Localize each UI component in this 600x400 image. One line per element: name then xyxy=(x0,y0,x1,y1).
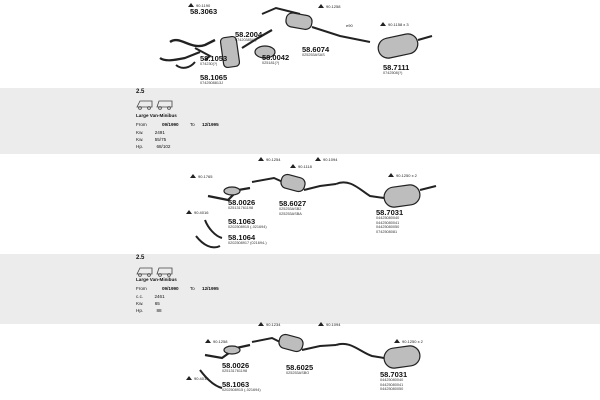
oem-58-6074: 025253ASAS xyxy=(302,53,325,57)
kw-row: Kw. 55/75 xyxy=(136,137,167,142)
section1-front-pipe xyxy=(159,38,216,69)
part-58-1063: 58.1063 xyxy=(222,380,250,389)
oem-58-1053: 074230(?) xyxy=(200,62,218,66)
section2-rear-silencer xyxy=(383,184,437,208)
part-58-1064: 58.1064 xyxy=(228,233,256,242)
oem-58-2004: 07420385(?) xyxy=(235,38,257,42)
section2-mid-silencer xyxy=(251,173,337,193)
vehicle-model: Large Van-Minibus xyxy=(136,277,177,282)
ref-90-1094: 90.1094 xyxy=(318,322,340,327)
ref-90-1158: 90.1158 x 3 xyxy=(380,22,409,27)
section3-rear-silencer xyxy=(383,345,421,369)
part-58-0026: 58.0026 xyxy=(222,361,250,370)
part-58-7111: 58.7111 xyxy=(383,63,410,72)
section1-mid-silencer-b xyxy=(261,6,371,43)
oem-58-0026: 025131761198 xyxy=(228,206,254,210)
clamp-icon xyxy=(258,157,264,161)
part-58-0026: 58.0026 xyxy=(228,198,256,207)
hp-row: Hp. 88 xyxy=(136,308,162,313)
cc-row: Kw. 2491 xyxy=(136,130,165,135)
date-from-row: From 09/1990 To 12/1995 xyxy=(136,286,219,291)
vehicle-info-band-1 xyxy=(0,88,600,154)
ref-90-4016: 90.4016 xyxy=(186,210,208,215)
clamp-icon xyxy=(380,22,386,26)
ref-90-1234: 90.1234 xyxy=(258,322,280,327)
part-58-0042: 58.0042 xyxy=(262,53,290,62)
van-silhouette-2 xyxy=(136,267,173,277)
ref-90-1250: 90.1250 x 2 xyxy=(394,339,423,344)
ref-90-1258: 90.1258 xyxy=(318,4,340,9)
section2-rear-pipe xyxy=(335,181,385,199)
clamp-icon xyxy=(190,174,196,178)
section1-catalyst xyxy=(219,35,241,69)
oem-58-6027: 025253ASB2 025253ASBA xyxy=(279,207,302,216)
part-58-1063: 58.1063 xyxy=(228,217,256,226)
hp-row: Hp. 68/102 xyxy=(136,144,171,149)
clamp-icon xyxy=(318,4,324,8)
part-58-6074: 58.6074 xyxy=(302,45,330,54)
vehicle-info-band-2 xyxy=(0,254,600,324)
ref-90-1765: 90.1765 xyxy=(190,174,212,179)
vehicle-model: Large Van-Minibus xyxy=(136,113,177,118)
oem-58-0042: 025181(?) xyxy=(262,61,280,65)
part-58-3063: 58.3063 xyxy=(190,7,218,16)
part-58-6025: 58.6025 xyxy=(286,363,314,372)
clamp-icon xyxy=(394,339,400,343)
oem-58-7111: 0742508(?) xyxy=(383,71,403,75)
kw-row: Kw. 65 xyxy=(136,301,160,306)
oem-58-1064: 0202508917 (021694-) xyxy=(228,241,267,245)
part-58-1065: 58.1065 xyxy=(200,73,228,82)
section3-catalyst xyxy=(223,345,241,355)
clamp-icon xyxy=(186,376,192,380)
clamp-icon xyxy=(205,339,211,343)
part-58-7031: 58.7031 xyxy=(380,370,408,379)
part-58-1053: 58.1053 xyxy=(200,54,228,63)
oem-58-0026: 025131761198 xyxy=(222,369,248,373)
ref-90-1190: 90.1190 xyxy=(188,3,210,8)
clamp-icon xyxy=(388,173,394,177)
oem-58-7031: 04425080040 04425080041 04425080050 0742… xyxy=(376,216,400,234)
oem-58-1063: 0202508915 (-021694) xyxy=(228,225,267,229)
part-58-7031: 58.7031 xyxy=(376,208,404,217)
oem-58-6025: 025253ASBO xyxy=(286,371,310,375)
clamp-icon xyxy=(290,164,296,168)
ref-90-1254: 90.1254 xyxy=(258,157,280,162)
section3-rear-pipe xyxy=(335,342,385,359)
clamp-icon xyxy=(258,322,264,326)
ref-90-1094: 90.1094 xyxy=(315,157,337,162)
ref-e90: e90 xyxy=(346,23,353,28)
section1-rear-silencer xyxy=(377,33,433,59)
van-silhouette-1 xyxy=(136,100,173,110)
part-58-2004: 58.2004 xyxy=(235,30,263,39)
ref-90-4015: 90.4015 xyxy=(186,376,208,381)
part-58-6027: 58.6027 xyxy=(279,199,307,208)
section3-mid-silencer xyxy=(251,333,337,353)
clamp-icon xyxy=(186,210,192,214)
oem-58-1065: 0742508813J xyxy=(200,81,224,85)
clamp-icon xyxy=(315,157,321,161)
ref-90-1118: 90.1118 xyxy=(290,164,312,169)
clamp-icon xyxy=(318,322,324,326)
ref-90-1250: 90.1250 x 2 xyxy=(388,173,417,178)
oem-58-1063: 0202508915 (-021694) xyxy=(222,388,261,392)
engine-size: 2.5 xyxy=(136,89,145,95)
ref-90-1258: 90.1258 xyxy=(205,339,227,344)
section2-catalyst xyxy=(223,186,241,196)
cc-row: c.c. 2461 xyxy=(136,294,165,299)
engine-size: 2.5 xyxy=(136,255,145,261)
clamp-icon xyxy=(188,3,194,7)
date-from-row: From 09/1990 To 12/1995 xyxy=(136,122,219,127)
oem-58-7031: 04425080040 04425080041 04425080050 xyxy=(380,378,404,392)
section1-mid-silencer-a xyxy=(241,29,276,59)
